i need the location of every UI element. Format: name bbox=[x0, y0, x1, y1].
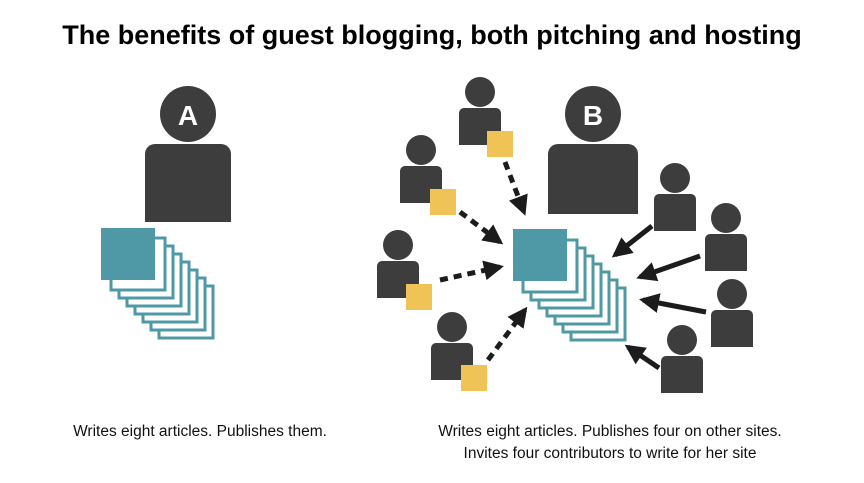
guest-contributor-1 bbox=[459, 77, 513, 157]
dashed-arrow-icon bbox=[458, 210, 504, 245]
reader-person-1 bbox=[654, 163, 696, 231]
person-b-label: B bbox=[583, 100, 603, 131]
guest-contributor-3 bbox=[377, 230, 432, 310]
person-icon bbox=[705, 203, 747, 271]
dashed-arrow-icon bbox=[485, 306, 528, 362]
caption-b: Writes eight articles. Publishes four on… bbox=[390, 421, 830, 465]
person-icon bbox=[661, 325, 703, 393]
reader-person-4 bbox=[661, 325, 703, 393]
person-a: A bbox=[145, 86, 231, 222]
guest-contributor-4 bbox=[431, 312, 487, 391]
solid-arrow-icon bbox=[636, 253, 701, 282]
guest-contributor-2 bbox=[400, 135, 456, 215]
person-icon bbox=[548, 86, 638, 214]
article-stack-icon bbox=[513, 229, 627, 342]
person-icon bbox=[145, 86, 231, 222]
caption-b-line1: Writes eight articles. Publishes four on… bbox=[438, 423, 782, 440]
person-icon bbox=[711, 279, 753, 347]
caption-a: Writes eight articles. Publishes them. bbox=[73, 423, 327, 440]
article-card-icon bbox=[461, 365, 487, 391]
reader-person-3 bbox=[711, 279, 753, 347]
solid-arrow-icon bbox=[639, 293, 707, 315]
caption-b-line2: Invites four contributors to write for h… bbox=[463, 445, 757, 462]
solid-arrow-icon bbox=[611, 224, 654, 258]
article-card-icon bbox=[430, 189, 456, 215]
dashed-arrow-icon bbox=[502, 161, 528, 216]
article-card-icon bbox=[487, 131, 513, 157]
article-card-icon bbox=[406, 284, 432, 310]
diagram-title: The benefits of guest blogging, both pit… bbox=[62, 20, 802, 50]
solid-arrow-icon bbox=[624, 344, 661, 371]
person-a-label: A bbox=[178, 100, 198, 131]
article-stack-icon bbox=[101, 228, 215, 340]
person-b: B bbox=[548, 86, 638, 214]
person-icon bbox=[654, 163, 696, 231]
reader-person-2 bbox=[705, 203, 747, 271]
dashed-arrow-icon bbox=[439, 260, 504, 283]
